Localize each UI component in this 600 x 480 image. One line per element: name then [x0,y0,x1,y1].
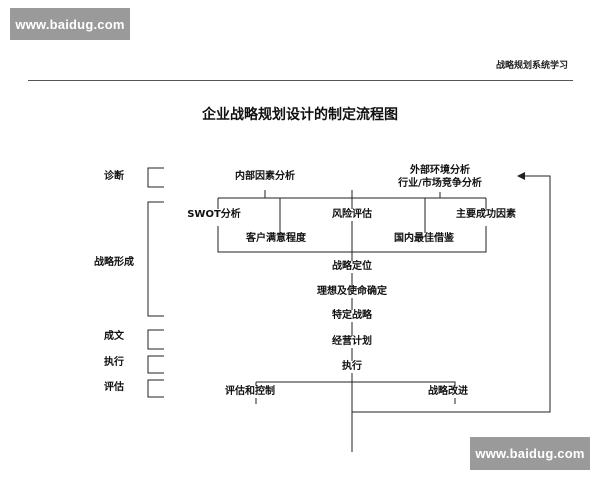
bracket-diagnose [147,167,164,188]
node-strategy-improvement: 战略改进 [428,386,468,398]
node-external-analysis: 外部环境分析 [410,165,470,177]
connector-evaluation-bar [255,381,456,404]
bracket-evaluate [147,379,164,398]
stage-label-evaluate: 评估 [104,382,124,393]
node-domestic-benchmark: 国内最佳借鉴 [394,233,454,245]
header-tag: 战略规划系统学习 [495,61,568,71]
node-key-success-factors: 主要成功因素 [456,209,516,221]
diagram-title: 企业战略规划设计的制定流程图 [202,107,398,123]
bracket-document [147,329,164,350]
header-divider [28,80,573,81]
node-evaluation-control: 评估和控制 [225,386,275,398]
watermark-bottom: www.baidug.com [470,437,590,470]
stage-label-document: 成文 [104,331,124,342]
node-risk-assessment: 风险评估 [332,209,372,221]
watermark-top: www.baidug.com [10,8,130,40]
node-business-plan: 经营计划 [332,336,372,348]
node-vision-mission: 理想及使命确定 [317,286,387,298]
node-strategic-positioning: 战略定位 [332,261,372,273]
stage-label-execute: 执行 [104,357,124,368]
stage-label-formulation: 战略形成 [94,257,134,268]
node-internal-analysis: 内部因素分析 [235,171,295,183]
bracket-formulation [147,201,164,317]
node-swot: SWOT分析 [187,209,241,221]
bracket-execute [147,355,164,374]
node-execution: 执行 [342,361,362,373]
node-industry-analysis: 行业/市场竞争分析 [398,178,482,190]
node-customer-satisfaction: 客户满意程度 [246,233,306,245]
stage-label-diagnose: 诊断 [104,171,124,182]
node-specific-strategy: 特定战略 [332,310,372,322]
connector-feedback-loop [351,172,551,452]
